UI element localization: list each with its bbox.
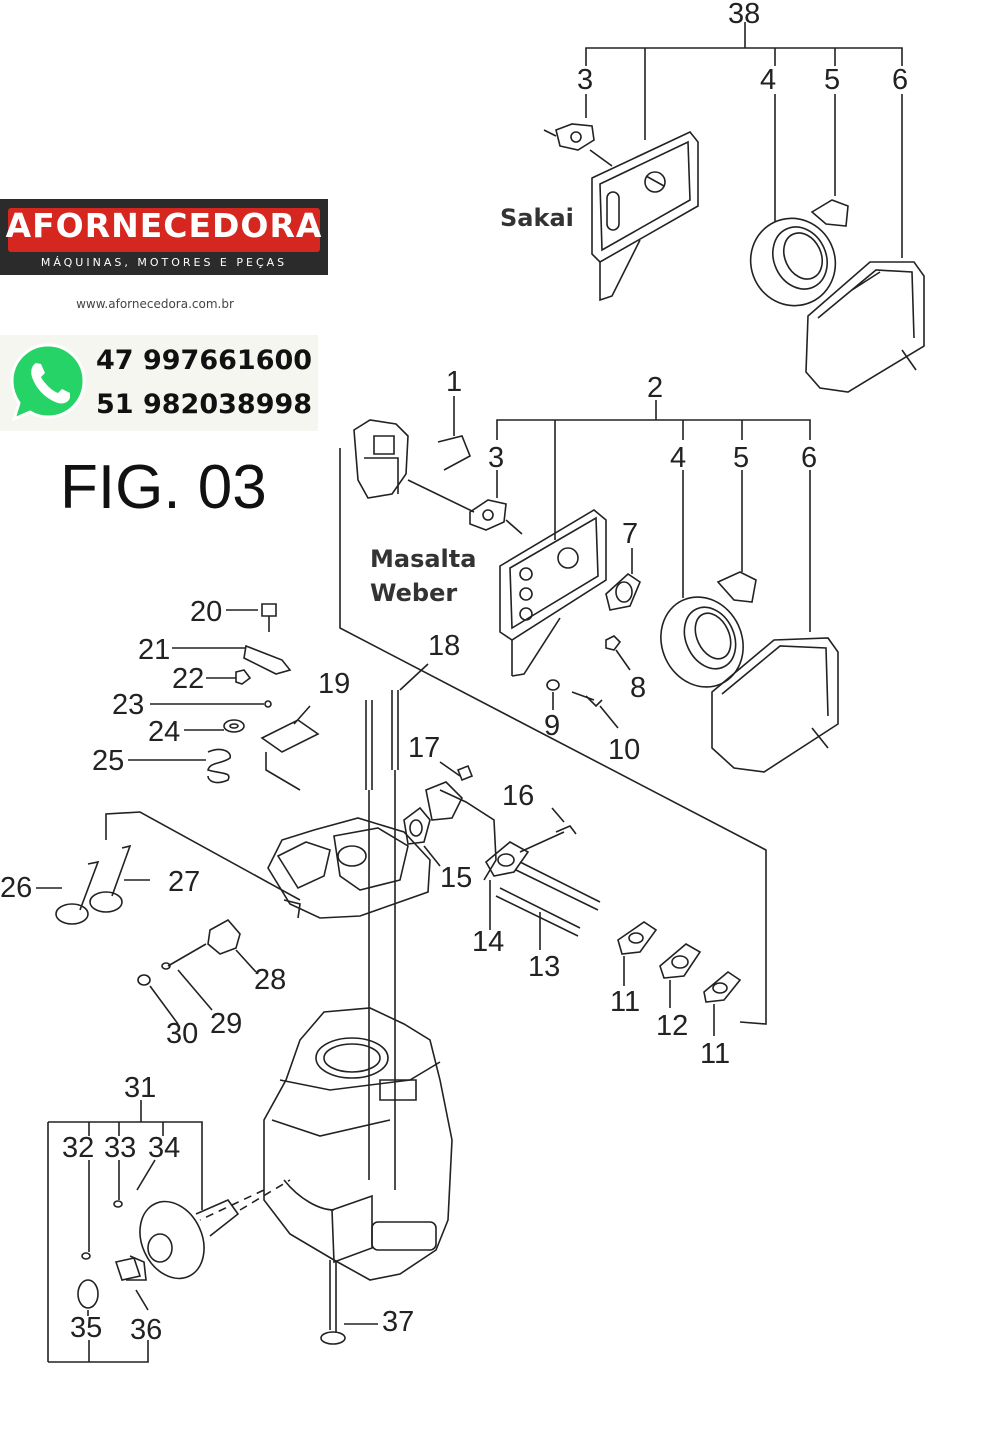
whatsapp-icon [8,341,88,423]
part-label: 23 [112,689,145,721]
air-filter-group-sakai [544,22,924,392]
part-label: 37 [382,1306,415,1338]
part-label: 4 [760,64,777,96]
part-label: 22 [172,663,205,695]
part-label: 38 [728,0,761,30]
part-label: 3 [577,64,594,96]
part-label: 34 [148,1132,181,1164]
part-label: 2 [647,372,664,404]
brand-logo: AFORNECEDORA [0,206,328,252]
crankcase-group [200,1008,452,1344]
part-label: 10 [608,734,641,766]
part-label: 16 [502,780,535,812]
part-label: 27 [168,866,201,898]
brand-label-masalta: Masalta [370,545,477,573]
part-label: 30 [166,1018,199,1050]
part-label: 28 [254,964,287,996]
part-label: 25 [92,745,125,777]
part-label: 9 [544,710,561,742]
part-label: 18 [428,630,461,662]
part-label: 13 [528,951,561,983]
cylinder-head-group [36,604,430,1190]
part-label: 35 [70,1312,103,1344]
air-filter-group-masalta-weber [340,396,838,1024]
phone-number-2[interactable]: 51 982038998 [96,389,313,420]
part-label: 36 [130,1314,163,1346]
part-label: 12 [656,1010,689,1042]
part-label: 11 [700,1038,731,1070]
part-label: 5 [824,64,841,96]
part-label: 31 [124,1072,157,1104]
brand-tagline: MÁQUINAS, MOTORES E PEÇAS [40,256,288,269]
part-label: 3 [488,442,505,474]
part-label: 5 [733,442,750,474]
part-label: 21 [138,634,171,666]
part-label: 17 [408,732,441,764]
part-label: 32 [62,1132,95,1164]
camshaft-group [48,1100,290,1362]
part-label: 14 [472,926,505,958]
part-label: 1 [446,366,463,398]
brand-website: www.afornecedora.com.br [76,297,234,311]
part-label: 8 [630,672,647,704]
phone-number-1[interactable]: 47 997661600 [96,345,313,376]
part-label: 26 [0,872,33,904]
brand-name: AFORNECEDORA [5,206,323,245]
part-label: 33 [104,1132,137,1164]
figure-title: FIG. 03 [60,453,267,522]
part-label: 15 [440,862,473,894]
brand-logo-red-bar [8,208,320,252]
part-label: 29 [210,1008,243,1040]
brand-label-sakai: Sakai [500,204,574,232]
part-label: 4 [670,442,687,474]
part-label: 7 [622,518,639,550]
part-label: 20 [190,596,223,628]
part-label: 19 [318,668,351,700]
intake-parts-group [404,762,740,1036]
brand-label-weber: Weber [370,579,458,607]
part-label: 6 [892,64,909,96]
part-label: 11 [610,986,641,1018]
part-label: 6 [801,442,818,474]
part-label: 24 [148,716,181,748]
